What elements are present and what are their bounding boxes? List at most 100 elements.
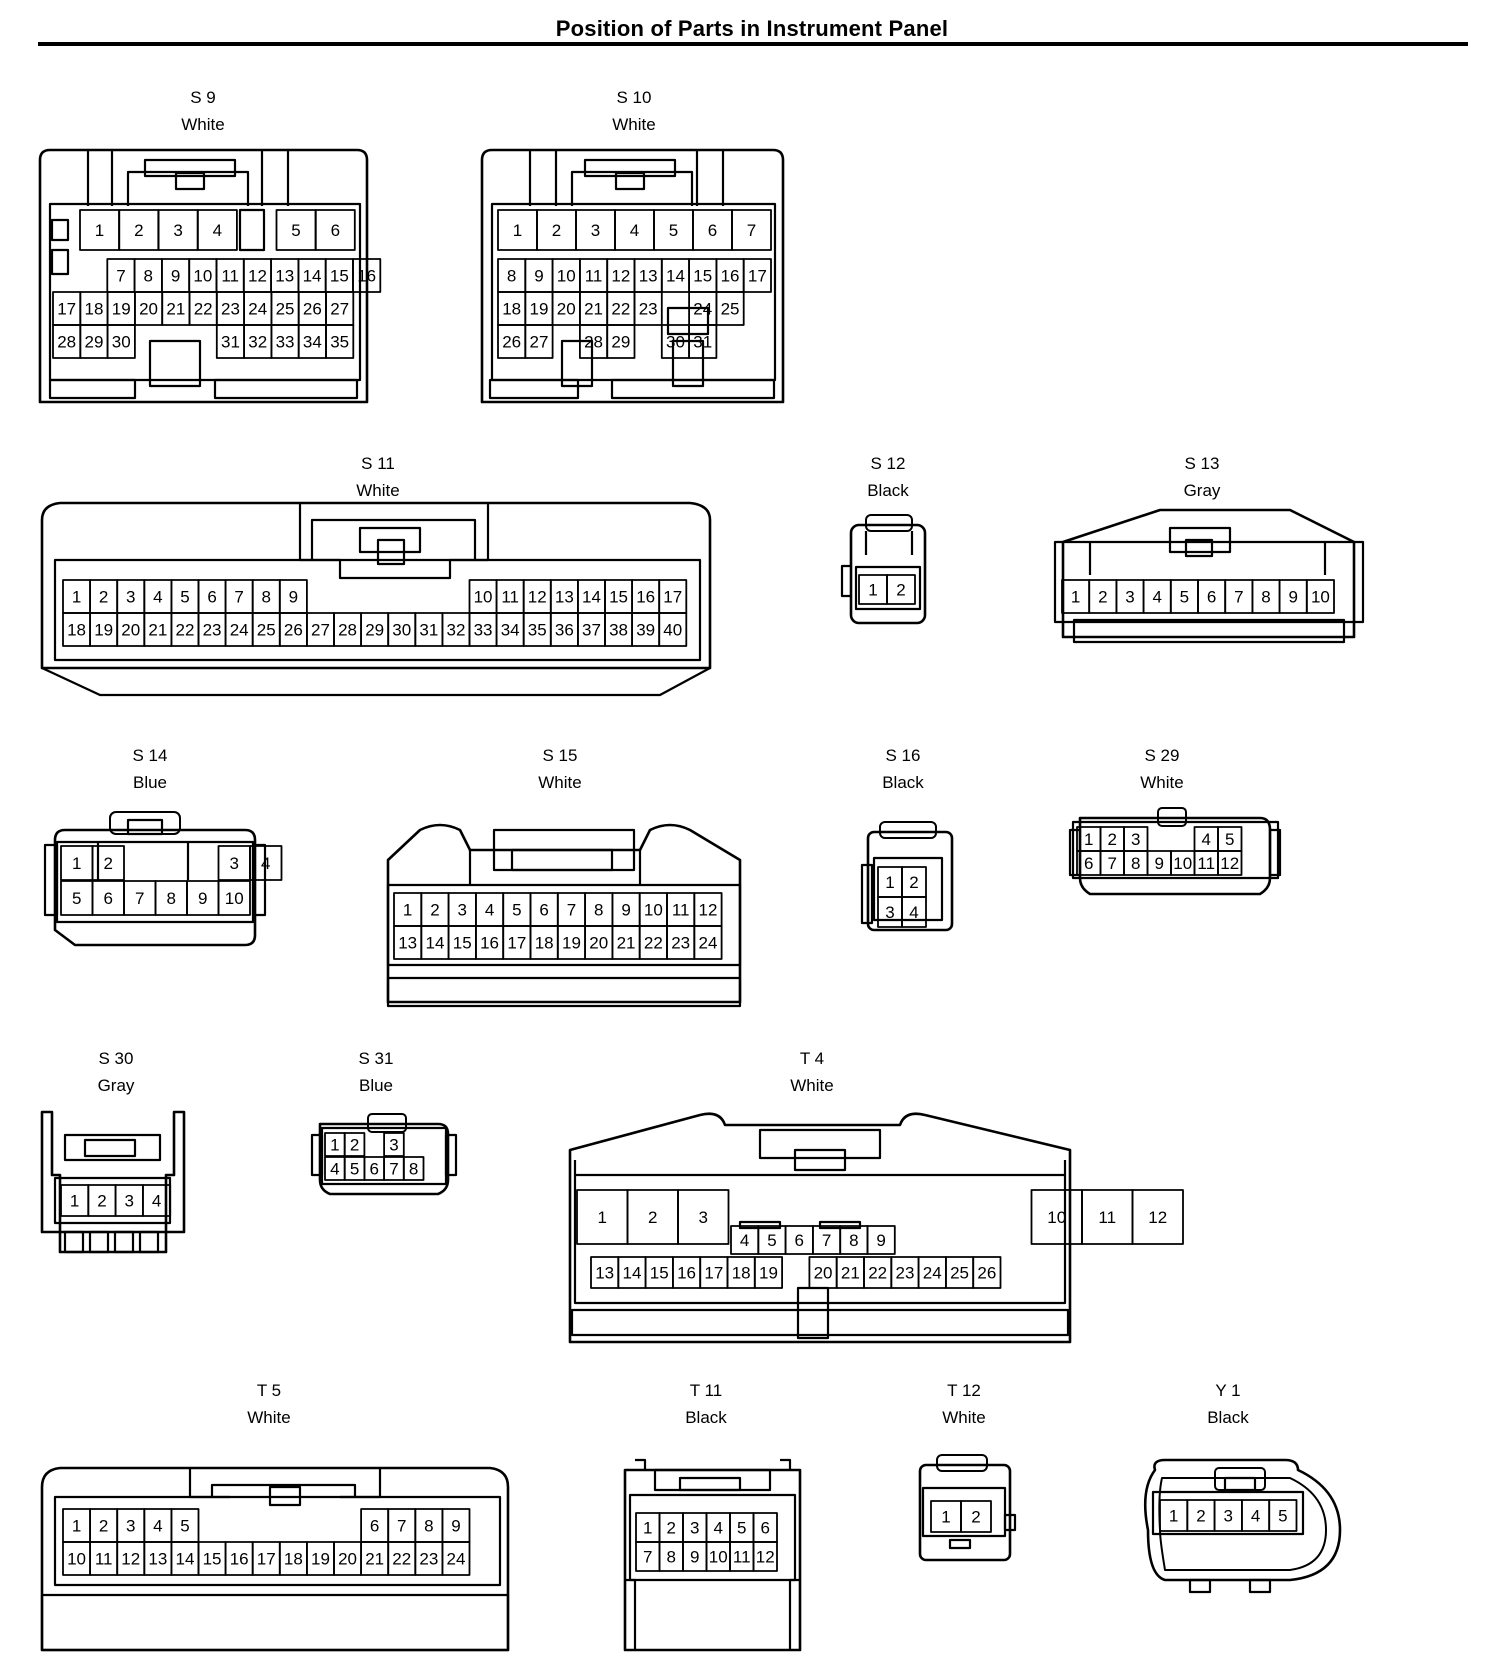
- housing-outline: [298, 503, 490, 580]
- pin-number: 24: [693, 300, 712, 319]
- housing-part: [148, 339, 202, 388]
- pin-cell: [960, 1500, 992, 1533]
- pin-number: 11: [221, 267, 239, 286]
- pin-cell: [352, 258, 382, 293]
- pin-number: 2: [104, 854, 113, 873]
- pin-number: 8: [167, 889, 176, 908]
- pin-number: 9: [621, 901, 630, 920]
- connector-id-label: S 14: [133, 746, 168, 765]
- pin-number: 18: [84, 300, 103, 319]
- pin-number: 4: [740, 1231, 749, 1250]
- pin-number: 24: [230, 621, 249, 640]
- pin-number: 7: [397, 1517, 406, 1536]
- pin-number: 15: [330, 267, 349, 286]
- housing-outline: [480, 148, 785, 404]
- pin-number: 14: [582, 588, 601, 607]
- housing-part: [510, 848, 614, 872]
- pin-number: 9: [171, 267, 180, 286]
- pin-number: 2: [430, 901, 439, 920]
- housing-outline: [1143, 1458, 1342, 1582]
- pin-number: 24: [248, 300, 267, 319]
- housing-part: [488, 378, 580, 400]
- housing-part: [872, 856, 944, 922]
- connector-id-label: S 10: [617, 88, 652, 107]
- housing-outline: [386, 823, 742, 1004]
- housing-part: [936, 1454, 988, 1472]
- housing-part: [40, 1593, 510, 1652]
- pin-number: 17: [507, 934, 526, 953]
- pin-number: 1: [95, 221, 104, 240]
- pin-number: 4: [909, 903, 918, 922]
- connector-id-label: S 12: [871, 454, 906, 473]
- pin-number: 7: [116, 267, 125, 286]
- connector-id-label: S 11: [361, 454, 395, 473]
- pin-number: 1: [513, 221, 522, 240]
- pin-number: 23: [895, 1264, 914, 1283]
- pin-number: 18: [284, 1550, 303, 1569]
- pin-number: 26: [303, 300, 322, 319]
- housing-part: [865, 514, 913, 532]
- pin-number: 5: [669, 221, 678, 240]
- housing-part: [48, 378, 137, 400]
- housing-part: [376, 538, 406, 566]
- pin-cell: [1217, 850, 1243, 876]
- housing-part: [1071, 820, 1280, 880]
- housing-part: [143, 158, 237, 178]
- connector-id-label: S 30: [99, 1049, 134, 1068]
- pin-number: 29: [365, 621, 384, 640]
- pin-number: 9: [534, 267, 543, 286]
- pin-number: 6: [370, 1517, 379, 1536]
- pin-number: 9: [1288, 588, 1297, 607]
- pin-number: 6: [539, 901, 548, 920]
- pin-number: 26: [977, 1264, 996, 1283]
- pin-number: 4: [152, 1192, 161, 1211]
- pin-number: 5: [1180, 588, 1189, 607]
- pin-number: 8: [667, 1548, 676, 1567]
- pin-number: 16: [230, 1550, 249, 1569]
- housing-outline: [468, 850, 642, 885]
- pin-number: 5: [737, 1519, 746, 1538]
- pin-number: 10: [193, 267, 212, 286]
- pin-number: 2: [1098, 588, 1107, 607]
- pin-cell: [606, 324, 636, 359]
- housing-outline: [86, 150, 290, 206]
- pin-number: 10: [709, 1548, 728, 1567]
- pin-cell: [886, 574, 916, 605]
- pin-number: 20: [338, 1550, 357, 1569]
- pin-number: 23: [671, 934, 690, 953]
- pin-number: 25: [950, 1264, 969, 1283]
- pin-number: 33: [276, 333, 295, 352]
- connector-id-label: S 9: [190, 88, 216, 107]
- pin-number: 4: [630, 221, 639, 240]
- pin-number: 29: [84, 333, 103, 352]
- housing-part: [55, 840, 255, 924]
- pin-number: 3: [126, 1517, 135, 1536]
- pin-number: 10: [644, 901, 663, 920]
- pin-number: 35: [528, 621, 547, 640]
- pin-number: 3: [1224, 1507, 1233, 1526]
- pin-number: 13: [148, 1550, 167, 1569]
- pin-number: 31: [221, 333, 240, 352]
- pin-number: 16: [480, 934, 499, 953]
- pin-number: 23: [639, 300, 658, 319]
- pin-number: 24: [698, 934, 717, 953]
- pin-cell: [524, 324, 554, 359]
- pin-number: 3: [1131, 830, 1140, 849]
- pin-number: 6: [370, 1160, 379, 1179]
- pin-number: 11: [1098, 1208, 1116, 1227]
- pin-number: 3: [458, 901, 467, 920]
- pin-number: 16: [677, 1264, 696, 1283]
- pin-number: 16: [636, 588, 655, 607]
- pin-number: 14: [303, 267, 322, 286]
- pin-cell: [658, 612, 688, 647]
- housing-part: [610, 378, 776, 400]
- pin-number: 21: [166, 300, 185, 319]
- pin-number: 8: [409, 1160, 418, 1179]
- connector-id-label: S 13: [1185, 454, 1220, 473]
- housing-outline: [40, 1466, 510, 1652]
- housing-outline: [625, 1578, 800, 1650]
